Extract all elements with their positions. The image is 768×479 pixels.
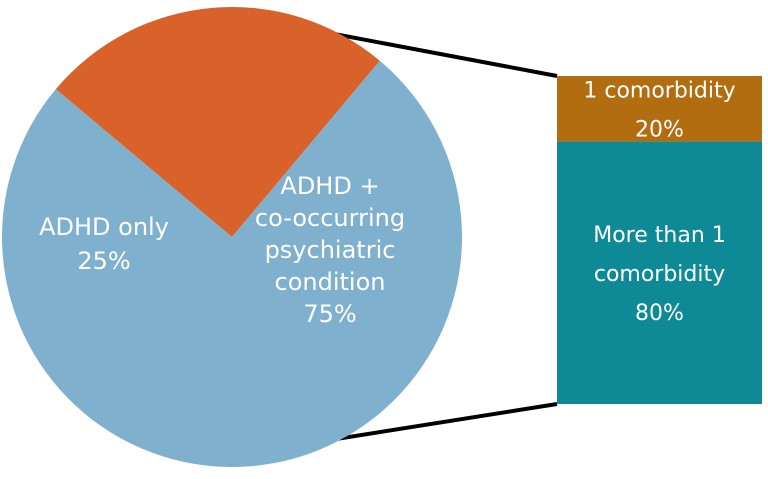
pie-slice-label-line: ADHD only	[39, 213, 169, 241]
bar-segment-label-line: 20%	[635, 117, 684, 142]
breakdown-bar	[557, 76, 762, 404]
bar-segment-label-line: 80%	[635, 301, 684, 326]
pie-slice-label-line: co-occurring	[255, 204, 405, 232]
pie-slice-label-0: ADHD only 25%	[39, 213, 169, 275]
pie-slice-label-line: psychiatric	[265, 236, 396, 264]
bar-segment-1	[557, 141, 762, 404]
bar-segment-label-line: More than 1	[593, 223, 726, 248]
pie-slice-label-line: 25%	[77, 247, 130, 275]
bar-segment-0	[557, 76, 762, 142]
bar-segment-label-line: comorbidity	[594, 262, 725, 287]
bar-segment-label-0: 1 comorbidity 20%	[583, 78, 735, 142]
pie-slice-0	[55, 7, 380, 238]
pie-slice-label-line: 75%	[303, 300, 356, 328]
pie-slice-label-line: ADHD +	[280, 172, 379, 200]
bar-segment-label-1: More than 1 comorbidity 80%	[593, 223, 726, 326]
pie-slice-label-line: condition	[275, 268, 386, 296]
labels: ADHD only 25% ADHD + co-occurring psychiatri…	[39, 78, 736, 328]
bar-segment-label-line: 1 comorbidity	[583, 78, 735, 103]
pie	[2, 7, 463, 468]
pie-slice-1	[2, 60, 463, 468]
pie-slice-label-1: ADHD + co-occurring psychiatric condition 75…	[255, 172, 405, 328]
